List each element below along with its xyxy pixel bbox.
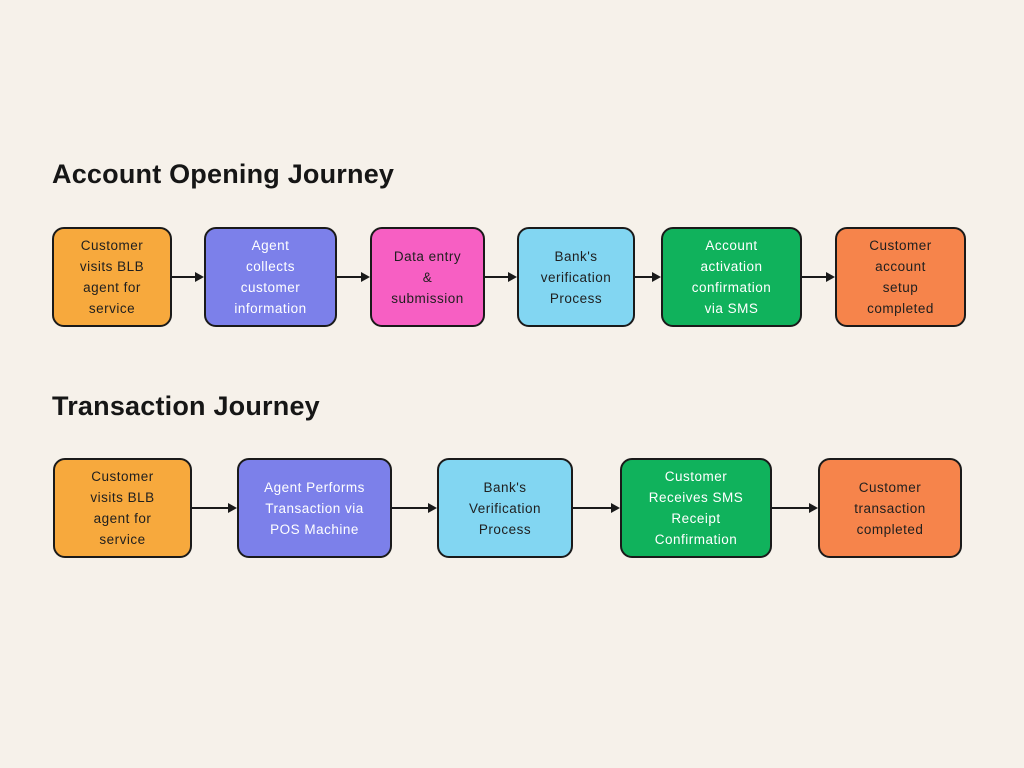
flow-arrow [392, 502, 437, 514]
arrow-head-icon [826, 272, 835, 282]
arrow-shaft [635, 276, 656, 278]
flow-arrow [337, 271, 370, 283]
flow-step-label: Agent Performs Transaction via POS Machi… [264, 479, 365, 537]
flow-arrow [485, 271, 517, 283]
arrow-head-icon [361, 272, 370, 282]
flow-step-box: Agent collects customer information [204, 227, 337, 327]
flow-step-box: Bank's verification Process [517, 227, 635, 327]
arrow-shaft [573, 507, 615, 509]
arrow-head-icon [508, 272, 517, 282]
arrow-shaft [192, 507, 232, 509]
flow-step-box: Agent Performs Transaction via POS Machi… [237, 458, 392, 558]
flow-step-label: Customer visits BLB agent for service [79, 238, 145, 316]
arrow-head-icon [228, 503, 237, 513]
flow-step-label: Agent collects customer information [234, 238, 307, 316]
flow-step-box: Customer Receives SMS Receipt Confirmati… [620, 458, 772, 558]
flow-arrow [172, 271, 204, 283]
arrow-shaft [772, 507, 813, 509]
arrow-shaft [802, 276, 830, 278]
flow-step-box: Bank's Verification Process [437, 458, 573, 558]
arrow-shaft [485, 276, 512, 278]
arrow-head-icon [428, 503, 437, 513]
flow-step-box: Account activation confirmation via SMS [661, 227, 802, 327]
arrow-head-icon [195, 272, 204, 282]
flow-step-label: Customer Receives SMS Receipt Confirmati… [648, 469, 744, 547]
flow-arrow [635, 271, 661, 283]
journey-title-account-opening: Account Opening Journey [52, 159, 395, 189]
flow-step-label: Customer transaction completed [854, 479, 926, 537]
flow-step-label: Data entry & submission [391, 248, 464, 306]
arrow-head-icon [611, 503, 620, 513]
flow-step-box: Customer transaction completed [818, 458, 962, 558]
flow-arrow [573, 502, 620, 514]
flow-step-label: Customer account setup completed [867, 238, 934, 316]
arrow-shaft [172, 276, 199, 278]
flow-arrow [772, 502, 818, 514]
arrow-shaft [392, 507, 432, 509]
flow-step-label: Bank's Verification Process [468, 479, 542, 537]
flow-step-box: Customer visits BLB agent for service [52, 227, 172, 327]
flow-step-box: Data entry & submission [370, 227, 485, 327]
flow-arrow [802, 271, 835, 283]
journey-title-transaction: Transaction Journey [52, 391, 320, 421]
flow-step-label: Customer visits BLB agent for service [90, 469, 155, 547]
arrow-head-icon [652, 272, 661, 282]
flow-step-box: Customer visits BLB agent for service [53, 458, 192, 558]
arrow-head-icon [809, 503, 818, 513]
flow-step-label: Account activation confirmation via SMS [691, 238, 772, 316]
arrow-shaft [337, 276, 365, 278]
flow-step-box: Customer account setup completed [835, 227, 966, 327]
flow-arrow [192, 502, 237, 514]
flow-step-label: Bank's verification Process [540, 248, 612, 306]
